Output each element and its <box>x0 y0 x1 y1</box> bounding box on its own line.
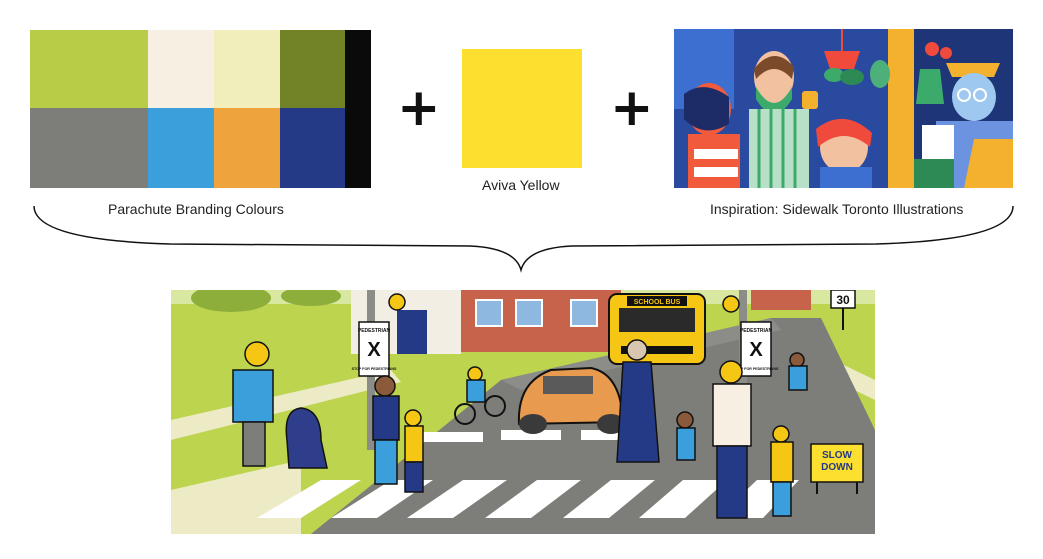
swatch-lime <box>30 30 148 108</box>
aviva-yellow-label: Aviva Yellow <box>482 177 560 193</box>
swatch-black <box>345 30 371 188</box>
grouping-brace <box>33 205 1014 273</box>
crosswalk-scene-illustration: SCHOOL BUS PEDESTRIAN X STOP FOR PEDESTR… <box>171 290 875 534</box>
swatch-cream <box>148 30 214 108</box>
left-sign-top: PEDESTRIAN <box>358 328 391 334</box>
slow-down-line1: SLOW <box>822 450 853 461</box>
right-sign-top: PEDESTRIAN <box>740 328 773 334</box>
swatch-pale-yellow <box>214 30 280 108</box>
left-sign-mark: X <box>367 339 381 361</box>
aviva-yellow-swatch <box>462 49 582 168</box>
speed-limit-value: 30 <box>836 293 850 307</box>
right-sign-bottom: STOP FOR PEDESTRIANS <box>734 367 779 371</box>
swatch-olive <box>280 30 345 108</box>
swatch-navy <box>280 108 345 188</box>
sidewalk-toronto-illustration <box>674 29 1013 188</box>
right-sign-mark: X <box>749 339 763 361</box>
school-bus-label: SCHOOL BUS <box>634 299 681 306</box>
swatch-orange <box>214 108 280 188</box>
plus-sign-1: + <box>397 78 441 138</box>
swatch-sky-blue <box>148 108 214 188</box>
slow-down-line2: DOWN <box>821 462 853 473</box>
palette-label: Parachute Branding Colours <box>108 201 284 217</box>
swatch-gray <box>30 108 148 188</box>
plus-sign-2: + <box>610 78 654 138</box>
left-sign-bottom: STOP FOR PEDESTRIANS <box>352 367 397 371</box>
inspiration-label: Inspiration: Sidewalk Toronto Illustrati… <box>710 201 964 217</box>
